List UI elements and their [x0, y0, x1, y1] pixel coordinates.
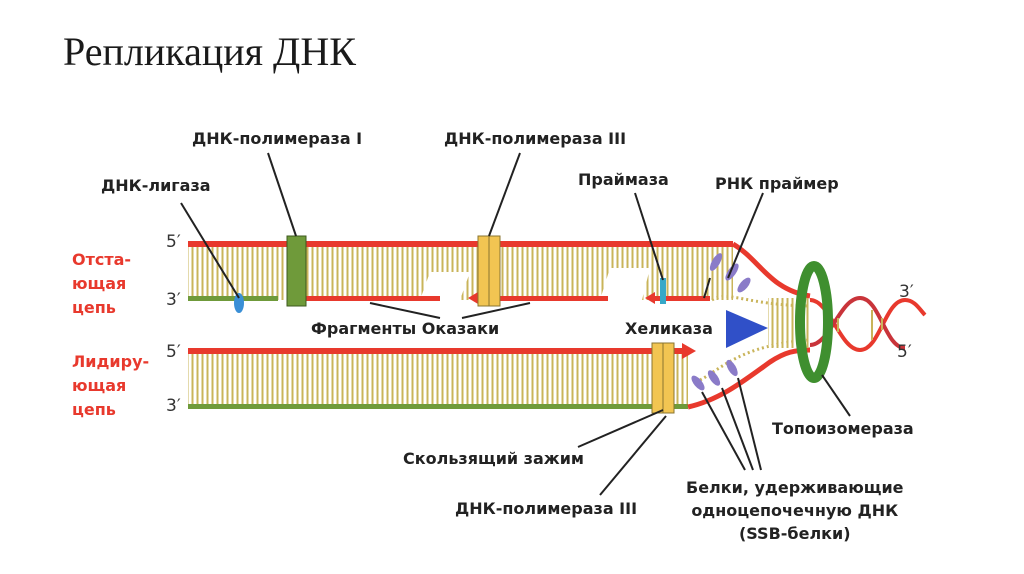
leading-bottom-backbone	[188, 404, 688, 409]
dna-polymerase-3-bottom-label: ДНК-полимераза III	[455, 499, 638, 518]
leading-strand	[188, 343, 696, 409]
leading-strand-bases	[188, 351, 688, 407]
okazaki-fragments-label: Фрагменты Оказаки	[311, 319, 500, 338]
topoisomerase-ring	[795, 261, 833, 383]
okazaki-arrow	[645, 292, 655, 304]
helicase-label: Хеликаза	[625, 319, 713, 338]
ssb-protein	[691, 375, 705, 391]
leading-3-prime: 3′	[166, 396, 181, 416]
ssb-protein	[707, 370, 721, 386]
okazaki-fragment	[300, 296, 440, 301]
helicase-shape	[726, 310, 768, 348]
leading-arrow	[682, 343, 696, 359]
ssb-protein	[737, 277, 751, 293]
rna-primer-label: РНК праймер	[715, 174, 839, 193]
primase-label: Праймаза	[578, 170, 669, 189]
rna-primer-segment	[655, 296, 710, 301]
dna-polymerase-1-label: ДНК-полимераза I	[192, 129, 363, 148]
leading-top-backbone	[188, 348, 682, 354]
lagging-strand-label: Отста- ющая цепь	[72, 250, 132, 317]
lagging-5-prime: 5′	[166, 232, 181, 252]
dna-ligase-shape	[234, 293, 244, 313]
leading-strand-label: Лидиру- ющая цепь	[72, 352, 150, 419]
lagging-top-backbone	[188, 241, 733, 247]
lagging-strand	[188, 241, 733, 304]
topoisomerase-label: Топоизомераза	[772, 419, 914, 438]
parent-3-prime: 3′	[899, 282, 914, 302]
ssb-protein	[709, 253, 723, 271]
lagging-bottom-backbone	[188, 296, 278, 301]
okazaki-arrow	[468, 292, 478, 304]
dna-polymerase-1-shape	[286, 235, 307, 307]
leading-5-prime: 5′	[166, 342, 181, 362]
ssb-protein	[726, 359, 738, 377]
dna-ligase-label: ДНК-лигаза	[101, 176, 211, 195]
parent-5-prime: 5′	[897, 342, 912, 362]
leader-lines	[180, 152, 851, 496]
dna-polymerase-3-top-label: ДНК-полимераза III	[444, 129, 627, 148]
lagging-3-prime: 3′	[166, 290, 181, 310]
primase-shape	[660, 278, 666, 304]
okazaki-fragment	[478, 296, 608, 301]
sliding-clamp-label: Скользящий зажим	[403, 449, 584, 468]
page-title: Репликация ДНК	[63, 29, 356, 74]
ssb-proteins-label: Белки, удерживающие одноцепочечную ДНК (…	[686, 478, 904, 543]
